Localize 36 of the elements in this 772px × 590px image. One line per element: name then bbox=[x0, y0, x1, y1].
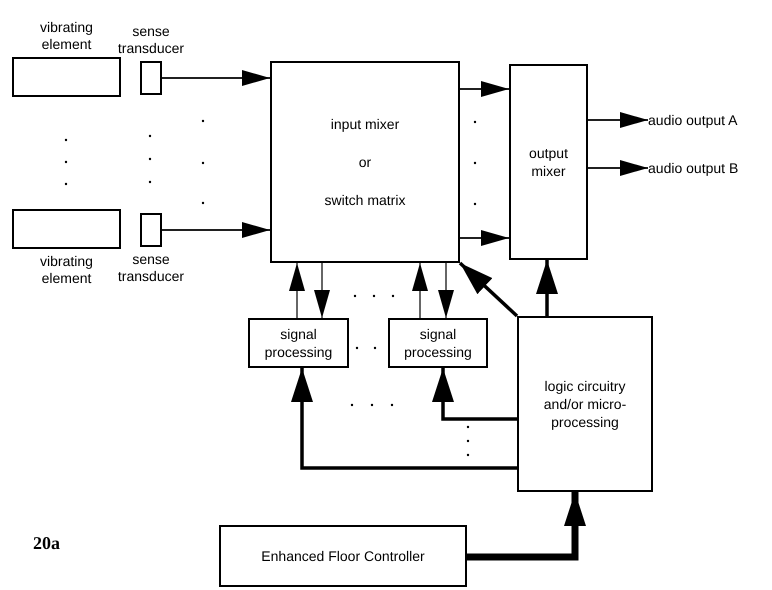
arrow bbox=[314, 263, 330, 318]
arrow bbox=[458, 262, 518, 318]
arrow bbox=[438, 263, 454, 318]
block-label: logic circuitry and/or micro-processing bbox=[542, 377, 628, 431]
block-box bbox=[388, 318, 488, 368]
block-box bbox=[509, 64, 588, 260]
arrow bbox=[432, 368, 517, 421]
output-label: audio output A bbox=[648, 112, 738, 128]
arrow bbox=[588, 160, 648, 176]
arrow bbox=[289, 263, 305, 318]
block-label: signal processing bbox=[264, 325, 334, 361]
arrow bbox=[291, 368, 517, 470]
arrow bbox=[467, 492, 586, 560]
block-label: or bbox=[358, 153, 372, 171]
arrow bbox=[162, 70, 270, 86]
arrow bbox=[536, 260, 558, 316]
box-label: sense transducer bbox=[116, 251, 186, 285]
block-label: Enhanced Floor Controller bbox=[261, 547, 425, 565]
arrow bbox=[460, 230, 509, 246]
block-box bbox=[219, 525, 467, 587]
block-label: switch matrix bbox=[324, 191, 406, 209]
figure-number: 20a bbox=[33, 533, 60, 553]
block-label: output mixer bbox=[528, 144, 569, 180]
block-box bbox=[517, 316, 653, 492]
arrow bbox=[460, 81, 509, 97]
block-label: signal processing bbox=[403, 325, 473, 361]
block-box bbox=[270, 61, 460, 263]
arrow bbox=[162, 222, 270, 238]
block-box bbox=[248, 318, 349, 368]
box-label: vibrating element bbox=[39, 253, 94, 287]
arrow bbox=[412, 263, 428, 318]
output-label: audio output B bbox=[648, 160, 738, 176]
arrow bbox=[588, 112, 648, 128]
block-label: input mixer bbox=[330, 115, 400, 133]
box-label: sense transducer bbox=[116, 23, 186, 57]
box-label: vibrating element bbox=[39, 19, 94, 53]
